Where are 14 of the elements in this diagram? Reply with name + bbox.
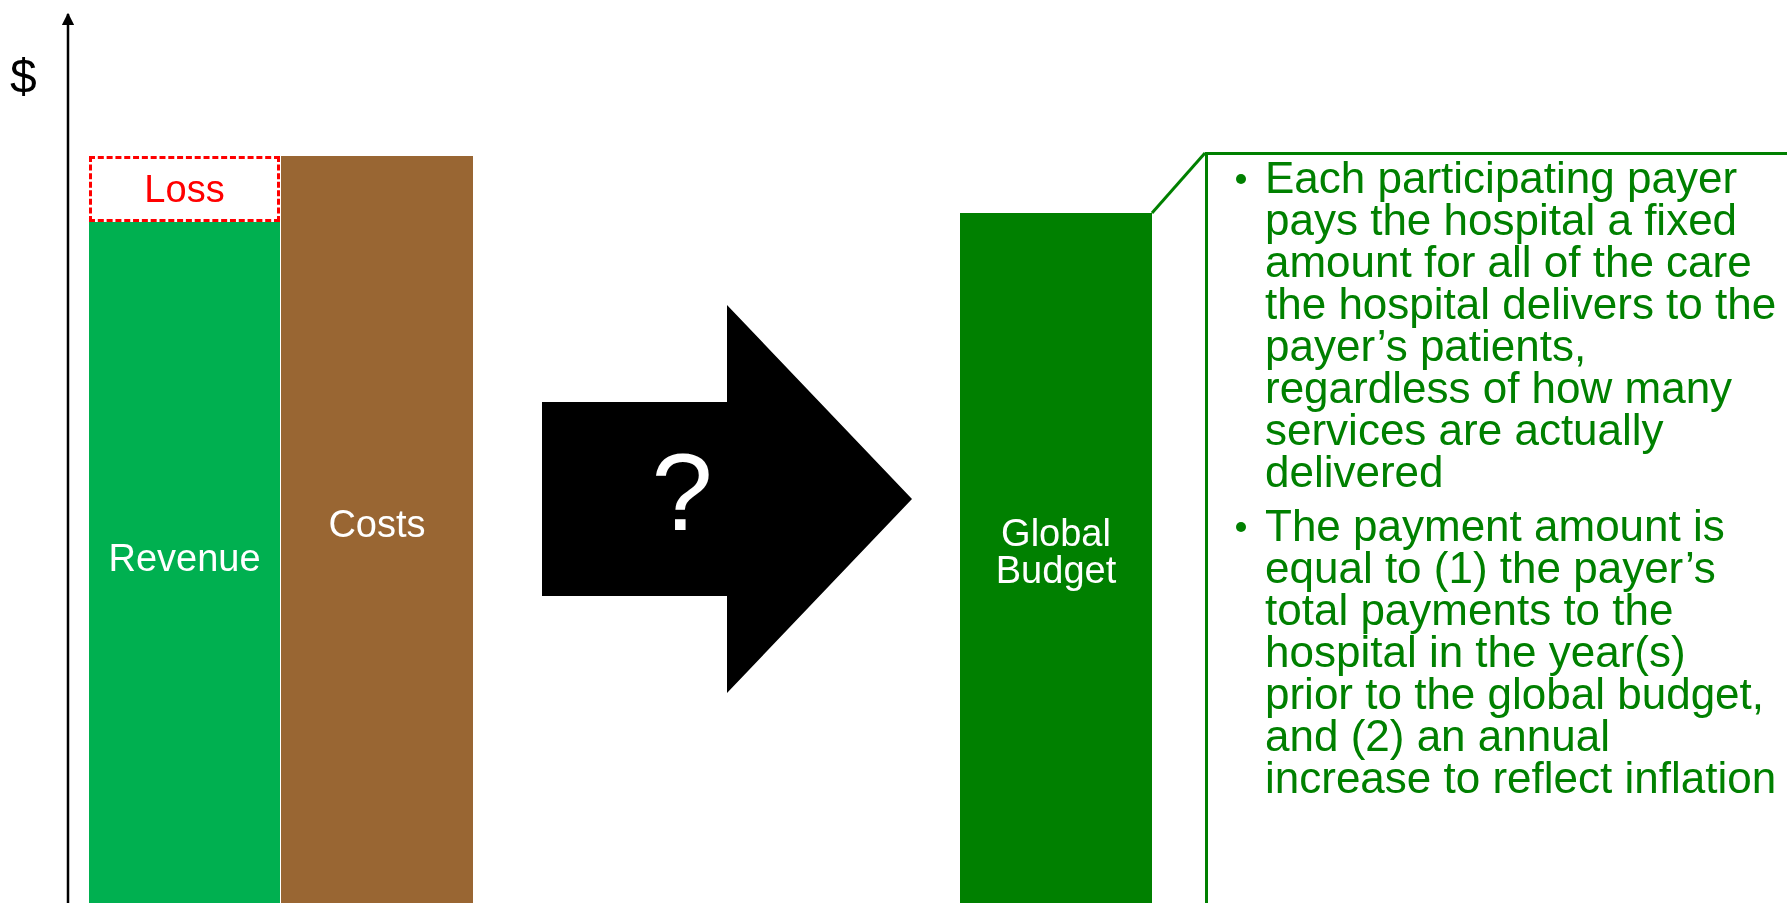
block-arrow bbox=[542, 305, 912, 693]
leader-line bbox=[1150, 152, 1207, 214]
bar bbox=[89, 222, 280, 903]
axis-label: $ bbox=[10, 50, 37, 104]
bar bbox=[281, 156, 473, 903]
bullet-text: The payment amount is equal to (1) the payer’s total payments to the hospital in the year(s) prior to the global budget, and (2) an annual increase to reflect inflation bbox=[1265, 505, 1778, 799]
bullet-text: Each participating payer pays the hospital a fixed amount for all of the care the hospital delivers to the payer’s patients, regardless of how many services are actually delivered bbox=[1265, 157, 1778, 493]
edge-label: ? bbox=[650, 437, 714, 547]
bar-label: Global Budget bbox=[994, 515, 1118, 589]
bar bbox=[960, 213, 1152, 903]
bar-label: Costs bbox=[327, 506, 427, 543]
box-label: Loss bbox=[143, 167, 226, 211]
bar-label: Revenue bbox=[107, 540, 262, 577]
callout-box bbox=[1205, 152, 1787, 903]
